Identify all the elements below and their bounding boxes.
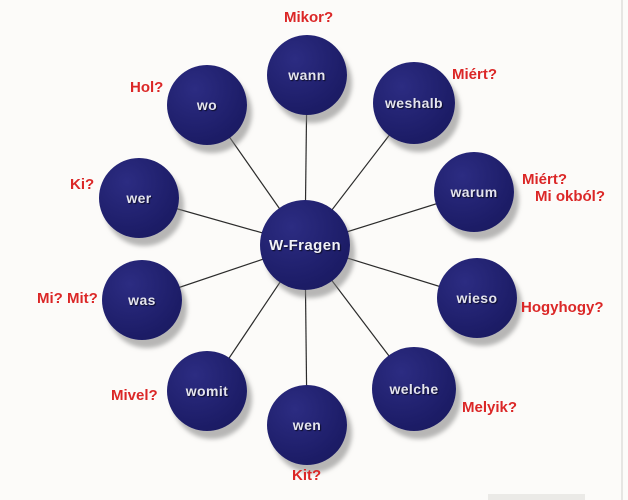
translation-label-womit: Mivel? — [111, 387, 158, 404]
translation-label-warum-line2: Mi okból? — [535, 188, 605, 205]
translation-label-wer: Ki? — [70, 176, 95, 193]
node-wann: wann — [267, 35, 347, 115]
node-wen: wen — [267, 385, 347, 465]
node-wieso: wieso — [437, 258, 517, 338]
node-wo: wo — [167, 65, 247, 145]
node-w-fragen: W-Fragen — [260, 200, 350, 290]
translation-label-weshalb: Miért? — [452, 66, 497, 83]
translation-label-warum-line1: Miért? — [522, 171, 567, 188]
node-welche: welche — [372, 347, 456, 431]
node-wer: wer — [99, 158, 179, 238]
translation-label-was: Mi? Mit? — [37, 290, 98, 307]
bottom-crop-artifact-bar — [488, 494, 585, 500]
translation-label-wann: Mikor? — [284, 9, 334, 26]
translation-label-wieso: Hogyhogy? — [521, 299, 604, 316]
right-edge-scan-line — [621, 0, 623, 500]
node-was: was — [102, 260, 182, 340]
translation-label-wo: Hol? — [130, 79, 164, 96]
translation-label-wen: Kit? — [292, 467, 322, 484]
node-womit: womit — [167, 351, 247, 431]
translation-label-warum: Miért? Mi okból? — [522, 171, 605, 205]
translation-label-welche: Melyik? — [462, 399, 518, 416]
node-warum: warum — [434, 152, 514, 232]
node-weshalb: weshalb — [373, 62, 455, 144]
